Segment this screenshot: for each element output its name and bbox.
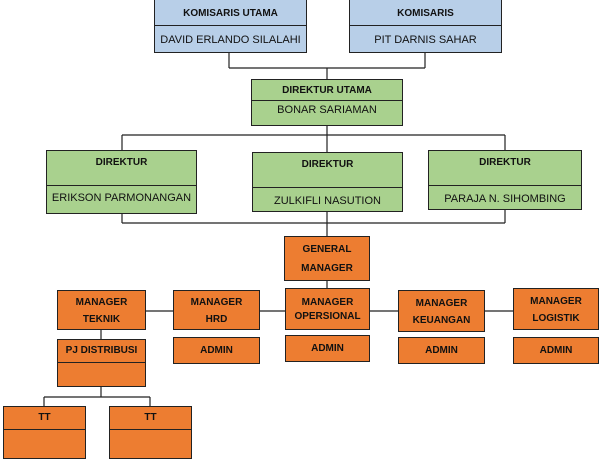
komisaris-utama-title: KOMISARIS UTAMA [183, 7, 278, 19]
komisaris-utama-box: KOMISARIS UTAMA DAVID ERLANDO SILALAHI [154, 0, 307, 53]
tt-label-1: TT [38, 412, 51, 423]
direktur-utama-name: BONAR SARIAMAN [277, 104, 377, 116]
tt-box-1: TT [3, 406, 86, 459]
admin-box-keuangan: ADMIN [398, 337, 485, 364]
komisaris-box: KOMISARIS PIT DARNIS SAHAR [349, 0, 502, 53]
manager-keuangan-box: MANAGER KEUANGAN [398, 290, 485, 332]
tt-divider-2 [110, 429, 191, 430]
direktur-box-3: DIREKTUR PARAJA N. SIHOMBING [428, 150, 582, 210]
komisaris-name: PIT DARNIS SAHAR [350, 25, 501, 54]
admin-box-logistik: ADMIN [513, 337, 599, 364]
direktur-title-2: DIREKTUR [301, 158, 354, 170]
admin-label-logistik: ADMIN [539, 344, 573, 356]
admin-box-hrd: ADMIN [173, 337, 260, 364]
direktur-name-3: PARAJA N. SIHOMBING [429, 185, 581, 211]
manager-keuangan-line1: MANAGER [415, 297, 468, 309]
manager-opersional-line1: MANAGER [301, 297, 354, 308]
manager-teknik-line1: MANAGER [75, 296, 128, 308]
general-manager-line1: GENERAL [302, 243, 352, 255]
direktur-utama-box: DIREKTUR UTAMA BONAR SARIAMAN [251, 79, 403, 126]
komisaris-title: KOMISARIS [397, 7, 454, 19]
pj-distribusi-divider [58, 362, 145, 363]
manager-hrd-line2: HRD [205, 313, 228, 325]
manager-keuangan-line2: KEUANGAN [412, 314, 471, 326]
direktur-title-3: DIREKTUR [479, 156, 531, 168]
direktur-title-1: DIREKTUR [95, 156, 148, 168]
pj-distribusi-label: PJ DISTRIBUSI [65, 345, 138, 356]
manager-opersional-box: MANAGER OPERSIONAL [285, 288, 370, 330]
manager-hrd-box: MANAGER HRD [173, 290, 260, 330]
pj-distribusi-box: PJ DISTRIBUSI [57, 339, 146, 387]
manager-logistik-line1: MANAGER [530, 295, 582, 307]
tt-box-2: TT [109, 406, 192, 459]
manager-hrd-line1: MANAGER [190, 296, 243, 308]
direktur-name-1: ERIKSON PARMONANGAN [51, 192, 192, 204]
admin-box-opersional: ADMIN [285, 335, 370, 362]
manager-logistik-line2: LOGISTIK [532, 312, 580, 324]
manager-teknik-line2: TEKNIK [82, 313, 121, 325]
admin-label-hrd: ADMIN [200, 344, 233, 356]
manager-opersional-line2: OPERSIONAL [294, 311, 361, 322]
manager-teknik-box: MANAGER TEKNIK [57, 290, 146, 330]
direktur-box-2: DIREKTUR ZULKIFLI NASUTION [252, 152, 403, 212]
manager-logistik-box: MANAGER LOGISTIK [513, 288, 599, 330]
admin-label-opersional: ADMIN [311, 342, 344, 354]
direktur-box-1: DIREKTUR ERIKSON PARMONANGAN [46, 150, 197, 214]
general-manager-line2: MANAGER [301, 262, 353, 274]
direktur-utama-title: DIREKTUR UTAMA [282, 84, 372, 96]
admin-label-keuangan: ADMIN [425, 344, 458, 356]
komisaris-utama-name: DAVID ERLANDO SILALAHI [155, 25, 306, 54]
general-manager-box: GENERAL MANAGER [284, 236, 370, 281]
tt-divider-1 [4, 429, 85, 430]
tt-label-2: TT [144, 412, 157, 423]
direktur-name-2: ZULKIFLI NASUTION [253, 187, 402, 213]
